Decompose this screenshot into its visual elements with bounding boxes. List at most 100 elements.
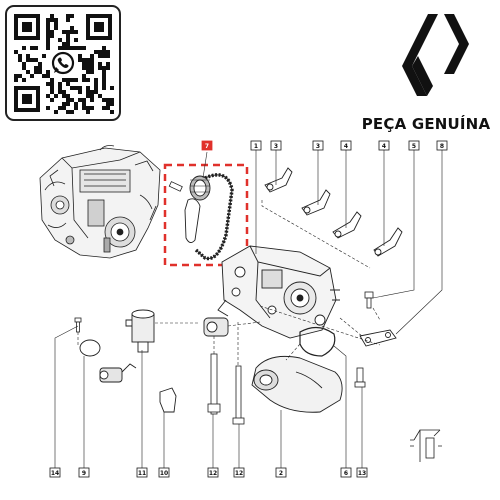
- qr-module: [82, 62, 86, 66]
- callout-6: 6: [340, 467, 352, 478]
- qr-module: [98, 94, 102, 98]
- qr-module: [70, 30, 74, 34]
- qr-module: [58, 90, 62, 94]
- qr-module: [74, 86, 78, 90]
- qr-module: [102, 74, 106, 78]
- callout-box: [201, 140, 213, 151]
- callout-12b: 12: [233, 467, 245, 478]
- part-7-sprocket: [189, 175, 211, 201]
- qr-module: [70, 14, 74, 18]
- qr-module: [70, 46, 74, 50]
- callout-box: [136, 467, 148, 478]
- qr-module: [86, 62, 90, 66]
- qr-module: [46, 74, 50, 78]
- qr-module: [66, 42, 70, 46]
- callout-box: [408, 140, 420, 151]
- qr-module: [74, 106, 78, 110]
- qr-module: [30, 58, 34, 62]
- callout-11: 11: [136, 467, 148, 478]
- sensor-part-9: [79, 339, 137, 383]
- qr-module: [86, 106, 90, 110]
- qr-module: [78, 86, 82, 90]
- qr-module: [18, 74, 22, 78]
- genuine-part-tagline: PEÇA GENUÍNA: [361, 115, 491, 133]
- callout-box: [250, 140, 262, 151]
- qr-module: [46, 38, 50, 42]
- callout-box: [233, 467, 245, 478]
- qr-module: [22, 46, 26, 50]
- qr-module: [30, 74, 34, 78]
- qr-module: [82, 102, 86, 106]
- callout-14: 14: [49, 467, 61, 478]
- qr-module: [70, 98, 74, 102]
- qr-module: [26, 58, 30, 62]
- callout-10: 10: [158, 467, 170, 478]
- qr-module: [34, 66, 38, 70]
- qr-module: [66, 34, 70, 38]
- callout-box: [275, 467, 287, 478]
- qr-module: [50, 78, 54, 82]
- qr-module: [46, 42, 50, 46]
- callout-2: 2: [275, 467, 287, 478]
- qr-module: [98, 50, 102, 54]
- chain-guide: [184, 198, 201, 243]
- callout-box: [158, 467, 170, 478]
- qr-module: [46, 30, 50, 34]
- qr-module: [62, 46, 66, 50]
- qr-module: [54, 110, 58, 114]
- bolt-part-13: [354, 367, 366, 388]
- orientation-icon: [410, 429, 442, 462]
- qr-module: [106, 54, 110, 58]
- qr-module: [46, 82, 50, 86]
- qr-module: [74, 46, 78, 50]
- callout-box: [207, 467, 219, 478]
- qr-module: [102, 46, 106, 50]
- qr-module: [90, 58, 94, 62]
- qr-module: [106, 50, 110, 54]
- qr-module: [66, 94, 70, 98]
- qr-module: [82, 106, 86, 110]
- qr-module: [58, 46, 62, 50]
- qr-module: [74, 102, 78, 106]
- qr-module: [50, 18, 54, 22]
- qr-module: [70, 26, 74, 30]
- qr-module: [78, 54, 82, 58]
- callout-label: 7: [205, 143, 209, 150]
- qr-module: [106, 62, 110, 66]
- callout-label: 5: [412, 143, 416, 150]
- qr-module: [62, 94, 66, 98]
- qr-module: [78, 98, 82, 102]
- qr-module: [46, 34, 50, 38]
- long-bolt-part-12a: [207, 353, 221, 415]
- callout-3b: 3: [312, 140, 324, 151]
- callout-1: 1: [250, 140, 262, 151]
- qr-module: [50, 14, 54, 18]
- qr-module: [46, 94, 50, 98]
- callout-box: [378, 140, 390, 151]
- qr-module: [50, 90, 54, 94]
- qr-module: [14, 50, 18, 54]
- callout-9: 9: [78, 467, 90, 478]
- rocker-arm-4a: [332, 211, 362, 239]
- callout-label: 12: [209, 470, 217, 477]
- qr-module: [58, 86, 62, 90]
- callout-label: 11: [138, 470, 146, 477]
- qr-module: [86, 90, 90, 94]
- qr-module: [86, 70, 90, 74]
- callout-box: [356, 467, 368, 478]
- qr-module: [110, 102, 114, 106]
- solenoid-valve-part-11: [125, 309, 155, 353]
- callout-box: [340, 140, 352, 151]
- qr-module: [102, 106, 106, 110]
- qr-module: [82, 98, 86, 102]
- rocker-arm-4b: [373, 227, 403, 257]
- small-pin: [168, 181, 183, 192]
- qr-module: [102, 86, 106, 90]
- oil-strainer-part-2: [251, 355, 343, 413]
- qr-module: [94, 86, 98, 90]
- qr-module: [50, 34, 54, 38]
- callout-label: 4: [382, 143, 386, 150]
- qr-module: [102, 66, 106, 70]
- qr-module: [74, 38, 78, 42]
